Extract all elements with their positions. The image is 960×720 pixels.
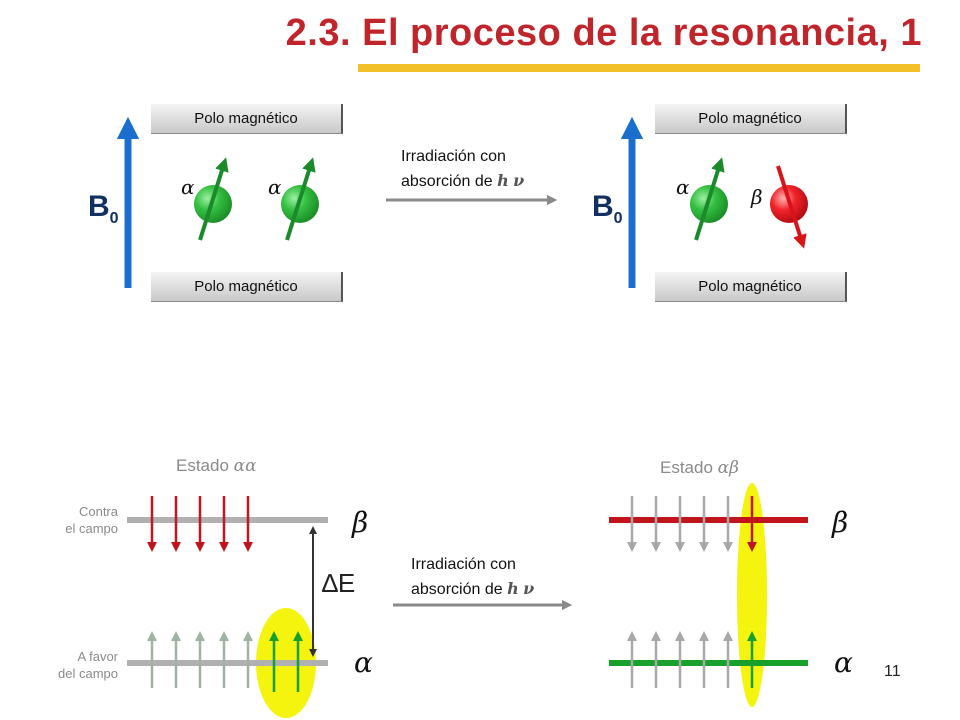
magnetic-pole-bottom-left: Polo magnético: [151, 272, 343, 302]
energy-gap-label: ∆E: [322, 568, 356, 598]
spins-up-right: [627, 631, 757, 688]
spin-beta-1-arrow: [776, 165, 807, 249]
magnetic-pole-top-left: Polo magnético: [151, 104, 343, 134]
irradiation-text-top: Irradiación con absorción de h ν: [401, 148, 525, 190]
magnetic-pole-bottom-right: Polo magnético: [655, 272, 847, 302]
spins-up-left: [147, 631, 303, 692]
with-field-label: A favor del campo: [58, 649, 118, 681]
spin-label-alpha-3: α: [676, 175, 690, 199]
spins-down-right: [627, 496, 757, 552]
against-field-label: Contra el campo: [65, 504, 118, 536]
level-label-beta-right: β: [832, 506, 849, 539]
spin-label-alpha-2: α: [268, 175, 282, 199]
spin-label-beta-1: β: [751, 185, 763, 209]
spin-alpha-2-arrow: [285, 157, 316, 241]
level-label-alpha-left: α: [354, 646, 373, 679]
field-label-right: B0: [592, 190, 623, 227]
state-label-right: Estado αβ: [660, 458, 739, 478]
field-label-left: B0: [88, 190, 119, 227]
level-label-alpha-right: α: [834, 646, 853, 679]
spins-down-left: [147, 496, 253, 552]
spin-alpha-1-arrow: [198, 157, 229, 241]
page-number: 11: [884, 663, 901, 680]
slide-title: 2.3. El proceso de la resonancia, 1: [285, 12, 922, 54]
level-label-beta-left: β: [352, 506, 369, 539]
highlight-ellipse-right: [737, 483, 767, 707]
irradiation-text-bottom: Irradiación con absorción de h ν: [411, 556, 535, 598]
magnetic-pole-top-right: Polo magnético: [655, 104, 847, 134]
spin-label-alpha-1: α: [181, 175, 195, 199]
state-label-left: Estado αα: [176, 456, 257, 476]
spin-alpha-3-arrow: [694, 157, 725, 241]
title-accent-bar: [358, 64, 920, 72]
